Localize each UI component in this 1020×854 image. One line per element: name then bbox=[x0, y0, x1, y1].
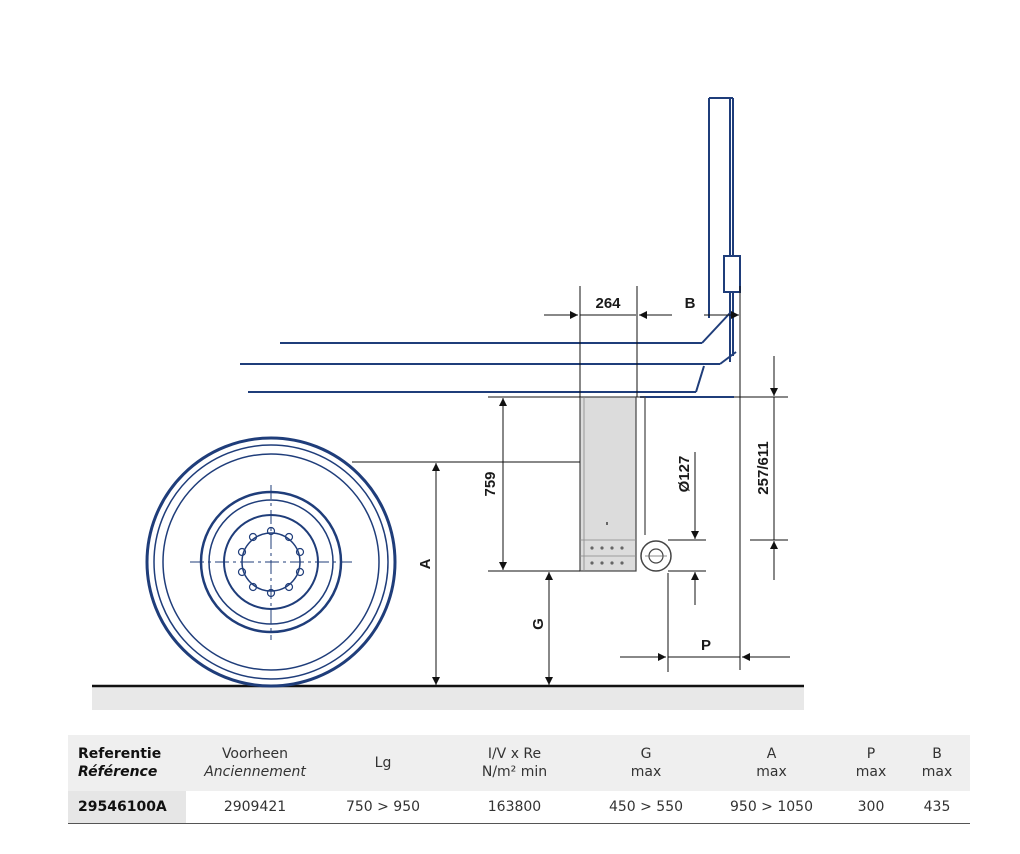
dim-P-label: P bbox=[701, 637, 711, 654]
col-header-main: I/V x Re bbox=[487, 746, 542, 762]
col-header-A: A max bbox=[705, 735, 838, 791]
dim-B-label: B bbox=[685, 295, 696, 312]
col-header-unit: max bbox=[855, 764, 887, 780]
rear-body-panel bbox=[708, 97, 741, 362]
col-header-sub: Référence bbox=[78, 764, 158, 780]
table-header-row: Referentie Référence Voorheen Ancienneme… bbox=[68, 735, 970, 791]
cell-strength: 163800 bbox=[442, 791, 587, 824]
dim-diameter-127-label: Ø127 bbox=[676, 456, 693, 493]
dimension-lines bbox=[352, 286, 790, 685]
table-row: 29546100A 2909421 750 > 950 163800 450 >… bbox=[68, 791, 970, 824]
bumper-tube bbox=[640, 540, 672, 572]
col-header-previously: Voorheen Anciennement bbox=[186, 735, 324, 791]
col-header-length: Lg bbox=[324, 735, 442, 791]
col-header-main: B bbox=[932, 746, 942, 762]
cell-B: 435 bbox=[904, 791, 970, 824]
cell-reference: 29546100A bbox=[68, 791, 186, 824]
col-header-B: B max bbox=[904, 735, 970, 791]
dim-A-label: A bbox=[417, 558, 434, 569]
col-header-unit: N/m² min bbox=[481, 764, 548, 780]
col-header-strength: I/V x Re N/m² min bbox=[442, 735, 587, 791]
chassis-frame bbox=[240, 312, 737, 398]
spec-table: Referentie Référence Voorheen Ancienneme… bbox=[68, 735, 970, 824]
ground-surface bbox=[92, 686, 804, 710]
rear-wheel bbox=[145, 436, 397, 688]
col-header-main: Lg bbox=[374, 755, 392, 771]
underrun-bracket bbox=[579, 396, 646, 572]
col-header-unit: max bbox=[630, 764, 662, 780]
col-header-G: G max bbox=[587, 735, 705, 791]
col-header-main: G bbox=[640, 746, 652, 762]
col-header-P: P max bbox=[838, 735, 904, 791]
dim-G-label: G bbox=[530, 618, 547, 630]
cell-A: 950 > 1050 bbox=[705, 791, 838, 824]
col-header-sub: Anciennement bbox=[204, 764, 306, 780]
col-header-main: Referentie bbox=[78, 746, 162, 762]
col-header-reference: Referentie Référence bbox=[68, 735, 186, 791]
col-header-unit: max bbox=[756, 764, 787, 780]
cell-G: 450 > 550 bbox=[587, 791, 705, 824]
underrun-protection-diagram: 264 B 759 A G Ø127 257/611 P bbox=[92, 97, 804, 710]
cell-length: 750 > 950 bbox=[324, 791, 442, 824]
col-header-unit: max bbox=[921, 764, 953, 780]
dim-257-611-label: 257/611 bbox=[755, 441, 772, 494]
cell-previously: 2909421 bbox=[186, 791, 324, 824]
col-header-main: Voorheen bbox=[221, 746, 289, 762]
col-header-main: P bbox=[866, 746, 876, 762]
col-header-main: A bbox=[766, 746, 777, 762]
dim-759-label: 759 bbox=[482, 471, 499, 496]
dim-264-label: 264 bbox=[595, 295, 621, 312]
cell-P: 300 bbox=[838, 791, 904, 824]
